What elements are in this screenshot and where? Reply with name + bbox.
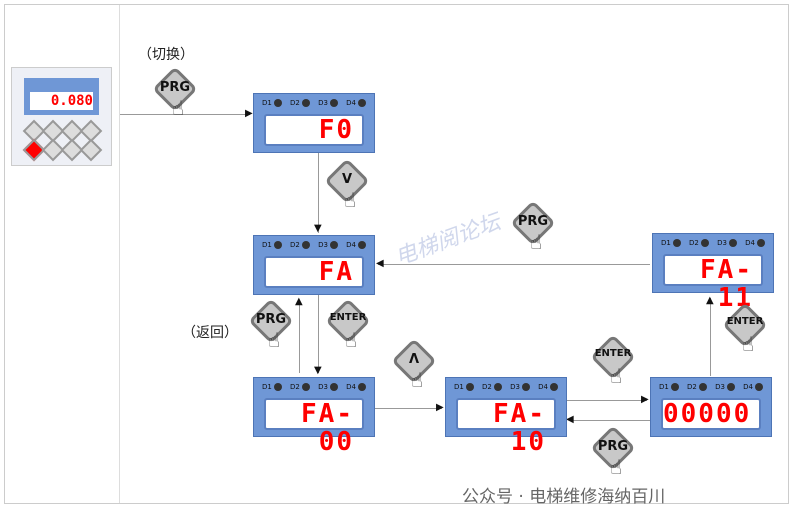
prg-button[interactable]: PRG☝ [510, 200, 556, 254]
hand-icon: ☝ [742, 332, 755, 356]
hand-icon: ☝ [411, 368, 424, 392]
enter-button[interactable]: ENTER☝ [590, 334, 636, 388]
prg-button[interactable]: PRG☝ [590, 425, 636, 479]
display-value: FA-11 [663, 254, 763, 312]
display-value: F0 [264, 114, 364, 146]
hand-icon: ☝ [172, 96, 185, 120]
switch-label: （切换） [138, 47, 194, 63]
keypad-image: 0.080 [11, 67, 112, 166]
keypad-display: 0.080 [30, 92, 93, 110]
display-value: FA-10 [456, 398, 556, 456]
prg-button[interactable]: PRG☝ [248, 298, 294, 352]
back-label: （返回） [182, 325, 238, 341]
diagram-frame [4, 4, 789, 504]
enter-button[interactable]: ENTER☝ [325, 298, 371, 352]
hand-icon: ☝ [530, 230, 543, 254]
hand-icon: ☝ [610, 455, 623, 479]
display-value: 00000 [661, 398, 761, 430]
down-button[interactable]: V☝ [324, 158, 370, 212]
hand-icon: ☝ [344, 188, 357, 212]
display-value: FA [264, 256, 364, 288]
prg-button[interactable]: PRG☝ [152, 66, 198, 120]
display-value: FA-00 [264, 398, 364, 456]
divider [119, 5, 120, 503]
hand-icon: ☝ [345, 328, 358, 352]
up-button[interactable]: Λ☝ [391, 338, 437, 392]
hand-icon: ☝ [268, 328, 281, 352]
enter-button[interactable]: ENTER☝ [722, 302, 768, 356]
watermark: 公众号 · 电梯维修海纳百川 [462, 487, 666, 507]
hand-icon: ☝ [610, 364, 623, 388]
